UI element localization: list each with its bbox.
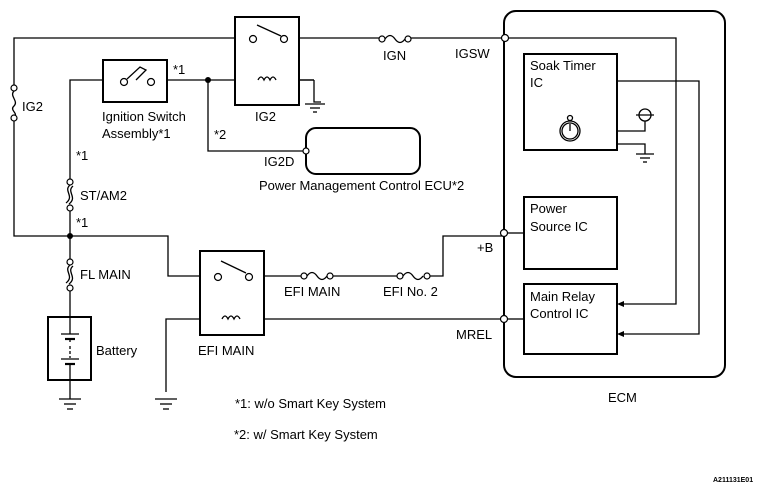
relay-ig2: IG2 bbox=[234, 16, 314, 124]
terminal-plus-b bbox=[499, 228, 509, 238]
figure-code: A211131E01 bbox=[713, 477, 753, 484]
stopwatch-icon bbox=[559, 114, 581, 142]
fuse-fl-main-label: FL MAIN bbox=[80, 267, 131, 282]
fuse-efi-no2-label: EFI No. 2 bbox=[383, 284, 438, 299]
note-1: *1: w/o Smart Key System bbox=[235, 396, 386, 411]
ground-icon bbox=[305, 103, 325, 113]
fuse-ig2: IG2 bbox=[10, 84, 43, 122]
relay-ig2-label: IG2 bbox=[255, 109, 276, 124]
battery: Battery bbox=[47, 316, 138, 399]
power-source-label-1: Power bbox=[530, 201, 568, 216]
relay-efi-main-label: EFI MAIN bbox=[198, 343, 254, 358]
mark-1-st-am2-bottom: *1 bbox=[76, 215, 88, 230]
main-relay-label-2: Control IC bbox=[530, 306, 589, 321]
power-source-label-2: Source IC bbox=[530, 219, 588, 234]
wire-to-efi-relay bbox=[70, 235, 216, 277]
relay-efi-main: EFI MAIN bbox=[198, 250, 265, 358]
terminal-igsw-label: IGSW bbox=[455, 46, 490, 61]
fuse-st-am2: *1 ST/AM2 *1 bbox=[65, 148, 127, 230]
efi-ground-icon bbox=[155, 398, 177, 410]
mark-1-ignition: *1 bbox=[173, 62, 185, 77]
ignition-switch: Ignition Switch Assembly*1 bbox=[102, 59, 186, 141]
terminal-mrel-label: MREL bbox=[456, 327, 492, 342]
terminal-ig2d-label: IG2D bbox=[264, 154, 294, 169]
ecm-label: ECM bbox=[608, 390, 637, 405]
fuse-fl-main: FL MAIN bbox=[65, 258, 131, 292]
note-2: *2: w/ Smart Key System bbox=[234, 427, 378, 442]
ecm: Soak Timer IC Power Source IC Main Relay bbox=[499, 10, 726, 405]
fuse-st-am2-label: ST/AM2 bbox=[80, 188, 127, 203]
fuse-efi-main-label: EFI MAIN bbox=[284, 284, 340, 299]
terminal-igsw bbox=[500, 33, 510, 43]
mark-1-st-am2-top: *1 bbox=[76, 148, 88, 163]
wire-top bbox=[13, 37, 505, 85]
fuse-efi-no2: EFI No. 2 bbox=[383, 271, 438, 299]
junction-dot bbox=[67, 233, 73, 239]
soak-timer-label-2: IC bbox=[530, 75, 543, 90]
wire-left bbox=[13, 121, 69, 237]
mark-2-branch: *2 bbox=[214, 127, 226, 142]
battery-ground-icon bbox=[59, 398, 81, 410]
terminal-mrel bbox=[499, 314, 509, 324]
fuse-ign: IGN bbox=[378, 34, 412, 63]
fuse-ign-label: IGN bbox=[383, 48, 406, 63]
ignition-switch-label-1: Ignition Switch bbox=[102, 109, 186, 124]
power-supply-icon bbox=[636, 108, 654, 122]
soak-timer-ground-icon bbox=[636, 153, 654, 163]
fuse-ig2-label: IG2 bbox=[22, 99, 43, 114]
fuse-efi-main: EFI MAIN bbox=[284, 271, 340, 299]
wire-efi-output bbox=[250, 235, 505, 277]
power-management-ecu-label: Power Management Control ECU*2 bbox=[259, 178, 464, 193]
soak-timer-label-1: Soak Timer bbox=[530, 58, 596, 73]
power-management-ecu: IG2D Power Management Control ECU*2 bbox=[259, 127, 464, 193]
battery-label: Battery bbox=[96, 343, 138, 358]
terminal-plus-b-label: +B bbox=[477, 240, 493, 255]
main-relay-label-1: Main Relay bbox=[530, 289, 596, 304]
ignition-switch-label-2: Assembly*1 bbox=[102, 126, 171, 141]
